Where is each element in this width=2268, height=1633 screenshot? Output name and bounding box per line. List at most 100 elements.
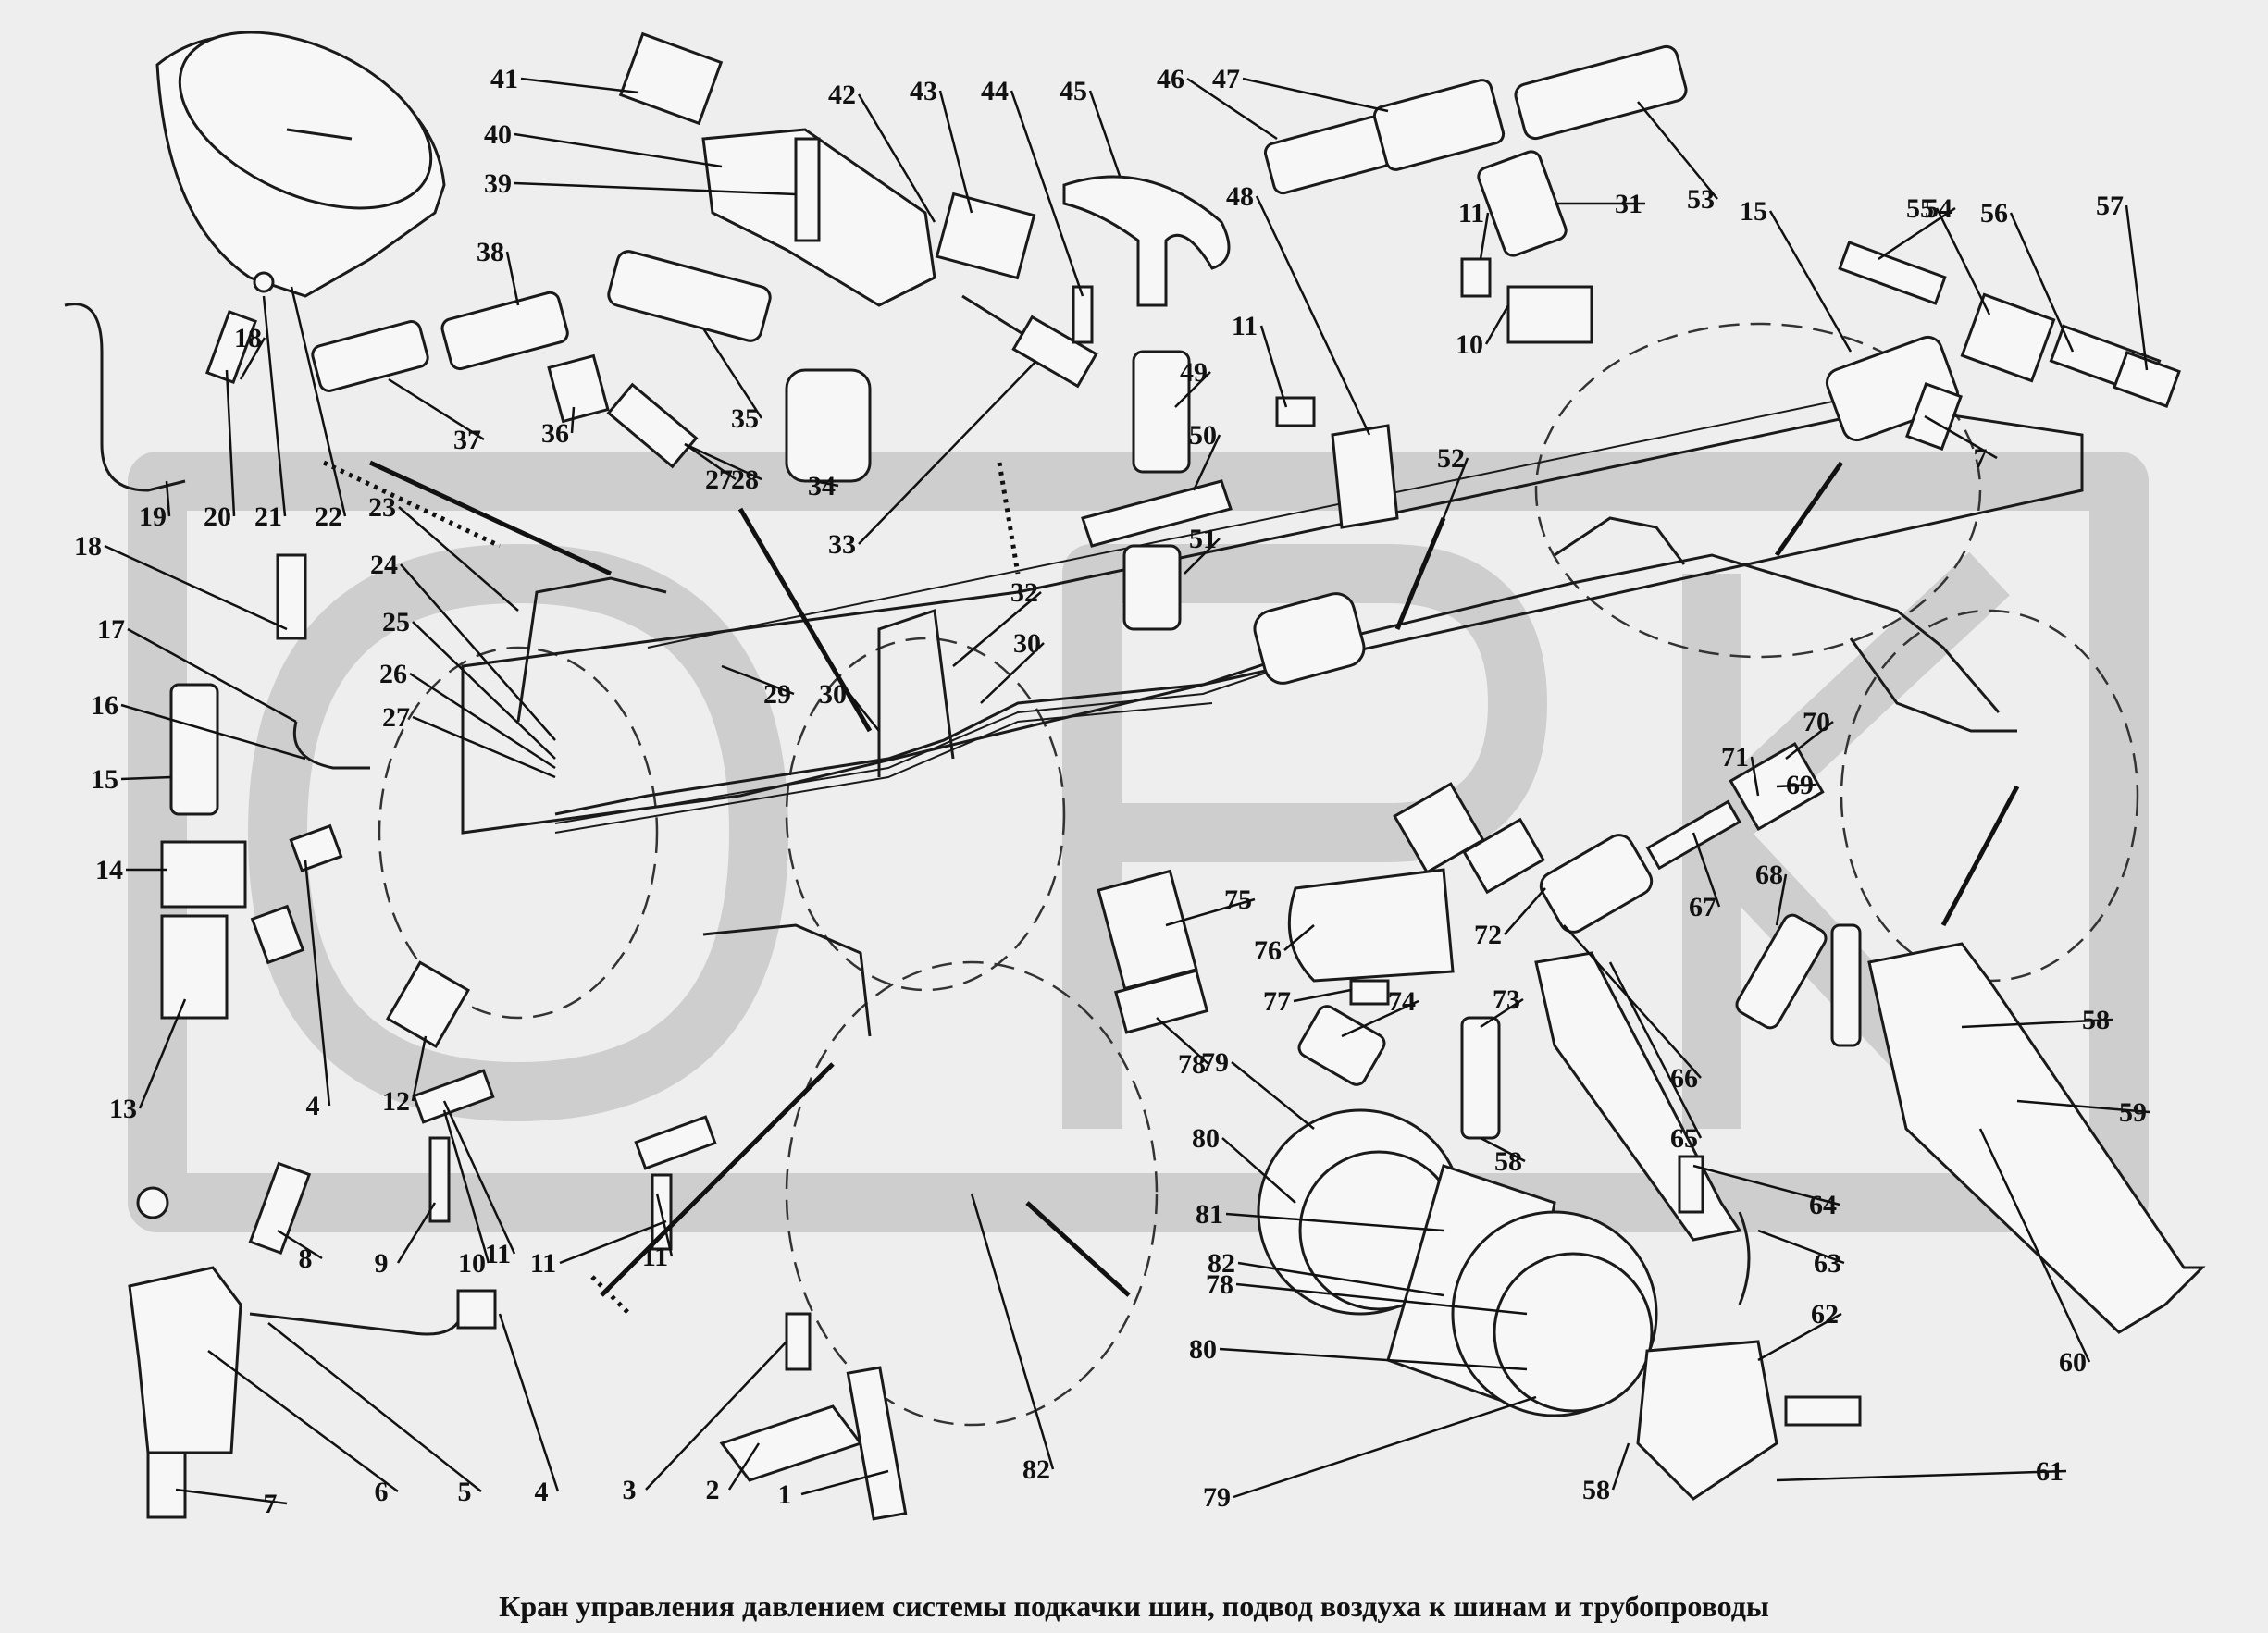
leader-line-16 (120, 703, 306, 761)
callout-41: 41 (490, 64, 518, 94)
leader-line-36 (570, 406, 576, 434)
callout-33: 33 (828, 529, 856, 560)
callout-58: 58 (2082, 1005, 2110, 1035)
left-hub-outline (378, 646, 659, 1020)
leader-line-12 (411, 1035, 428, 1102)
valve-15-left (169, 683, 219, 816)
tee-14 (160, 840, 247, 909)
callout-82: 82 (1208, 1248, 1235, 1279)
callout-25: 25 (382, 607, 410, 637)
leader-line-18 (104, 544, 288, 631)
rear-wheel-outline (1534, 322, 1982, 659)
tee-fitting-group (311, 250, 772, 469)
clip-10b (634, 1115, 717, 1170)
callout-4: 4 (535, 1477, 549, 1507)
callout-40: 40 (484, 119, 512, 150)
callout-72: 72 (1474, 920, 1502, 950)
callout-47: 47 (1212, 64, 1240, 94)
callout-11: 11 (485, 1239, 511, 1269)
pipe-1 (846, 1366, 908, 1521)
callout-68: 68 (1755, 860, 1783, 890)
branch-pipe-lower (702, 923, 872, 1037)
hub-seal-assembly (1257, 1108, 1862, 1501)
callout-31: 31 (1615, 189, 1642, 219)
nut-left (136, 1186, 169, 1219)
branch-pipe-29 (877, 608, 955, 777)
leader-line-64 (1692, 1164, 1840, 1206)
leader-line-26 (409, 672, 556, 770)
leader-line-18 (239, 337, 266, 380)
callout-15: 15 (1740, 196, 1767, 227)
leader-line-49 (1174, 371, 1211, 408)
leader-line-37 (388, 377, 485, 441)
front-wheel-outline (785, 960, 1159, 1427)
bracket-13 (160, 914, 229, 1020)
callout-80: 80 (1189, 1334, 1217, 1365)
bracket-57 (1867, 942, 2206, 1334)
callout-18: 18 (234, 323, 262, 353)
leader-line-44 (1010, 90, 1084, 297)
callout-82: 82 (1022, 1454, 1050, 1485)
callout-45: 45 (1060, 76, 1087, 106)
leader-line-11 (1259, 325, 1288, 408)
leader-line-58 (1961, 1018, 2113, 1029)
leader-line-23 (398, 506, 519, 612)
leader-line-1 (800, 1469, 889, 1496)
fitting-8b (248, 1161, 312, 1256)
watermark-letter-1 (248, 544, 788, 1121)
leader-line-24 (400, 563, 556, 741)
ring-79-bottom (1493, 1252, 1654, 1413)
leader-line-63 (1757, 1229, 1845, 1265)
leader-line-70 (1785, 721, 1834, 760)
callout-30: 30 (1013, 628, 1041, 659)
callout-30: 30 (819, 679, 847, 710)
leader-line-4 (498, 1313, 560, 1492)
pipe-53 (1838, 241, 1947, 305)
callout-24: 24 (370, 550, 398, 580)
leader-line-7 (1924, 414, 1998, 460)
arrow-4 (1774, 461, 1844, 557)
valve-body-71 (1539, 834, 1654, 934)
fitting-8 (250, 904, 305, 965)
fitting-27 (606, 382, 699, 469)
callout-11: 11 (530, 1248, 556, 1279)
callout-74: 74 (1388, 986, 1416, 1017)
leader-line-78 (1235, 1282, 1528, 1316)
arrow-5 (600, 1062, 835, 1297)
fitting-4 (289, 823, 343, 872)
callout-10: 10 (458, 1248, 486, 1279)
leader-line-48 (1255, 195, 1371, 436)
callout-34: 34 (808, 471, 836, 501)
callout-55: 55 (1906, 193, 1934, 224)
leader-line-79 (1233, 1395, 1537, 1499)
callout-57: 57 (2096, 191, 2124, 221)
leader-line-28 (684, 442, 762, 481)
arrow-6 (1025, 1201, 1131, 1297)
leader-line-30 (849, 693, 880, 732)
washer-21 (253, 271, 275, 293)
cover-60 (1636, 1340, 1778, 1501)
callout-51: 51 (1189, 524, 1217, 554)
callout-49: 49 (1180, 357, 1208, 388)
leader-line-51 (1184, 538, 1221, 575)
nut-56 (2113, 351, 2181, 408)
tee-46 (1372, 79, 1506, 171)
callout-1: 1 (778, 1479, 792, 1510)
leader-line-52 (1405, 457, 1469, 612)
fitting-45 (1263, 115, 1393, 195)
leader-line-2 (727, 1442, 761, 1491)
air-cylinder (1253, 592, 1366, 685)
callout-66: 66 (1670, 1063, 1698, 1094)
leader-line-66 (1563, 924, 1702, 1079)
leader-line-8 (277, 1229, 323, 1260)
bolt-63 (1678, 1155, 1704, 1214)
bracket-6 (128, 1266, 242, 1454)
callout-9: 9 (375, 1248, 389, 1279)
callout-20: 20 (204, 501, 231, 532)
callout-38: 38 (477, 237, 504, 267)
leader-line-73 (1480, 997, 1524, 1029)
callout-18: 18 (74, 531, 102, 562)
leader-line-53 (1637, 101, 1718, 200)
branch-pipe-23 (516, 576, 667, 723)
